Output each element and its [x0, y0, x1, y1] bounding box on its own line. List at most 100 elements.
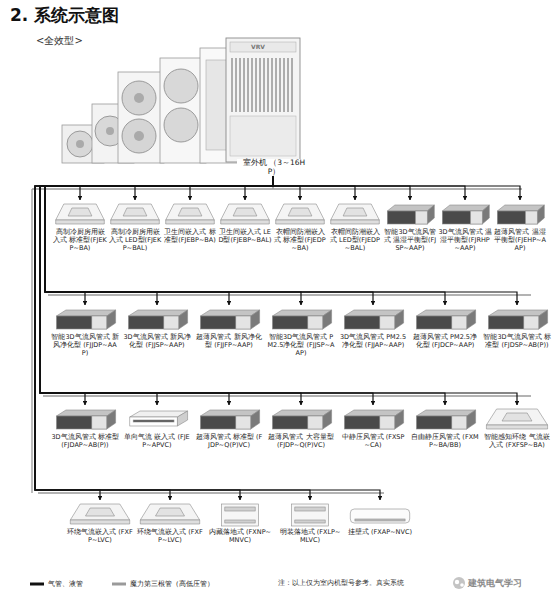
legend-text: 魔力第三根管（高低压管）: [130, 579, 214, 589]
legend-line: [112, 583, 126, 586]
duct-top: [200, 310, 259, 316]
model-label: 高制冷厨房用嵌入式 LED型(FJEKP~BAL): [108, 228, 162, 252]
model-label: 内藏落地式 (FXNP~MNVC): [207, 528, 273, 544]
duct-front: [344, 416, 394, 429]
floor-unit-grille: [295, 520, 325, 523]
duct-control-box: [236, 416, 251, 429]
indoor-unit: 3D气流风管式 温湿平衡型(FJRHP~AAP): [438, 200, 492, 252]
refrigerant-pipe: [40, 176, 301, 405]
grille-line: [240, 58, 241, 112]
indoor-unit: 高制冷厨房用嵌入式 标准型(FJEKP~BA): [53, 200, 107, 252]
indoor-unit-icon: [411, 305, 479, 333]
outdoor-unit-body: [226, 38, 300, 162]
duct-control-box: [92, 316, 107, 329]
refrigerant-pipe: [45, 176, 301, 305]
refrigerant-pipe: [45, 176, 273, 305]
grille-line: [272, 58, 273, 112]
duct-top: [272, 410, 331, 416]
grille-line: [244, 58, 245, 112]
indoor-unit-icon: [483, 405, 551, 433]
cassette-edge: [486, 425, 547, 429]
legend-sample: [112, 581, 127, 587]
model-label: 高制冷厨房用嵌入式 标准型(FJEKP~BA): [53, 228, 107, 252]
cassette-edge: [70, 520, 129, 524]
grille-line: [232, 58, 233, 112]
indoor-unit-icon: [163, 200, 217, 228]
outdoor-unit-illustration: [62, 38, 300, 163]
outdoor-unit-label: 室外机 （3～16HP）: [237, 159, 311, 176]
model-label: 超薄风管式 新风净化型 (FJJFP~AAP): [195, 333, 263, 349]
cassette-panel: [166, 204, 215, 220]
fan-grille: [67, 131, 93, 157]
indoor-unit-icon: [383, 200, 437, 228]
cassette-panel: [70, 504, 129, 520]
cassette-panel: [331, 204, 380, 220]
wall-unit-body: [350, 509, 409, 523]
grille-line: [288, 58, 289, 112]
duct-control-box: [380, 416, 395, 429]
third-pipe: [31, 189, 32, 493]
duct-front: [488, 316, 538, 329]
indoor-unit: 超薄风管式 标准型 (FJDP~Q(P)VC): [195, 405, 263, 449]
slim-cassette-front: [130, 417, 178, 426]
third-pipe: [43, 395, 531, 396]
refrigerant-pipe: [45, 176, 517, 305]
model-label: 3D气流风管式 PM2.5净化型 (FJJAP~AAP): [339, 333, 407, 349]
cassette-edge: [56, 220, 105, 224]
indoor-unit-icon: [218, 200, 272, 228]
refrigerant-pipe: [245, 176, 273, 200]
legend-item: 气管、液管: [30, 579, 83, 589]
model-label: 中静压风管式 (FXSP~CA): [339, 433, 407, 449]
model-label: 衣帽间防潮嵌入式 LED型(FJEDP~BAL): [328, 228, 382, 252]
refrigerant-pipe: [135, 176, 273, 200]
indoor-unit-icon: [53, 200, 107, 228]
fan-hub: [134, 131, 144, 141]
duct-top: [344, 310, 403, 316]
duct-front: [416, 316, 466, 329]
grille-line: [276, 58, 277, 112]
indoor-unit-icon: [339, 305, 407, 333]
indoor-unit: 卫生间嵌入式 标准型(FJEBP~BA): [163, 200, 217, 244]
model-label: 卫生间嵌入式 标准型(FJEBP~BA): [163, 228, 217, 244]
cassette-grille: [343, 208, 367, 216]
model-label: 智能3D气流风管式 温湿平衡型(FJSP~AAP): [383, 228, 437, 252]
wall-unit-vane: [355, 519, 405, 521]
indoor-unit-icon: [347, 500, 413, 528]
duct-side: [537, 205, 544, 224]
cassette-panel: [221, 204, 270, 220]
indoor-unit-icon: [411, 405, 479, 433]
brand-logo: VRV: [251, 43, 265, 50]
indoor-unit-icon: [438, 200, 492, 228]
third-pipe-group: [32, 176, 531, 493]
fan-hub: [134, 93, 144, 103]
duct-front: [56, 416, 106, 429]
indoor-unit: 超薄风管式 PM2.5净化型 (FJDCP~AAP): [411, 305, 479, 349]
indoor-unit-icon: [123, 405, 191, 433]
cassette-edge: [140, 520, 199, 524]
duct-top: [200, 410, 259, 416]
indoor-unit-icon: [67, 500, 133, 528]
watermark-icon: [455, 580, 459, 584]
duct-side: [323, 410, 332, 429]
floor-unit-grille: [225, 520, 255, 523]
refrigerant-pipe: [35, 176, 273, 500]
grille-line: [248, 58, 249, 112]
model-label: 环绕气流嵌入式 (FXFP~LVC): [137, 528, 203, 544]
legend-line: [30, 583, 44, 586]
refrigerant-pipe: [40, 176, 273, 405]
fan-grille: [164, 108, 198, 142]
model-label: 智能3D气流风管式 标准型 (FJDSP~AB(P)): [483, 333, 551, 349]
model-label: 智能感知环绕 气流嵌入式 (FXFSP~BA): [483, 433, 551, 449]
model-label: 3D气流风管式 标准型 (FJDAP~AB(P)): [51, 433, 119, 449]
fan-grille: [164, 69, 198, 103]
top-band: [230, 42, 296, 52]
duct-top: [497, 205, 544, 211]
lower-panel: [230, 116, 296, 156]
model-label: 环绕气流嵌入式 (FXFP~LVC): [67, 528, 133, 544]
duct-control-box: [452, 316, 467, 329]
duct-top: [416, 310, 475, 316]
fan-hub: [106, 127, 114, 135]
duct-control-box: [308, 316, 323, 329]
grille-line: [256, 58, 257, 112]
